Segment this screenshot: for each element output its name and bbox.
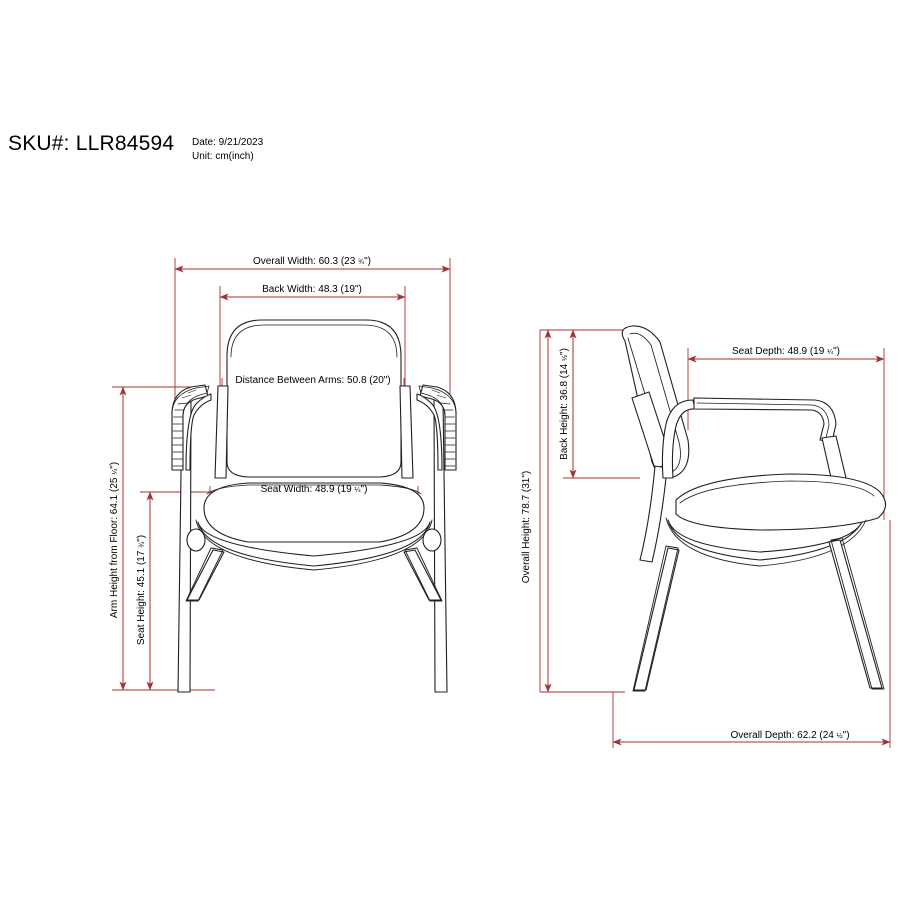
label-seat-width: Seat Width: 48.9 (19 ¼"): [261, 484, 368, 495]
seat-cushion: [203, 482, 425, 543]
side-view-chair: Seat Depth: 48.9 (19 ¼") Back Height: 36…: [521, 325, 891, 748]
side-front-leg: [633, 547, 680, 691]
metadata-block: Date: 9/21/2023 Unit: cm(inch): [192, 136, 263, 164]
leg-joint-left: [186, 528, 206, 552]
front-leg-right-upper: [403, 549, 442, 601]
front-leg-left-upper: [186, 549, 225, 601]
side-back-cushion-inner: [629, 332, 681, 473]
side-armrest-pad: [693, 397, 837, 443]
front-leg-right-outline: [404, 547, 443, 602]
label-arm-height-from-floor: Arm Height from Floor: 64.1 (25 ¼"): [109, 462, 120, 618]
back-upright-left: [214, 385, 229, 479]
label-overall-height: Overall Height: 78.7 (31"): [521, 471, 532, 584]
seat-apron-lower: [195, 519, 433, 571]
side-arm-support-front: [661, 399, 696, 479]
back-cushion: [226, 319, 402, 478]
side-rear-leg-outline: [830, 537, 885, 690]
side-seat-apron: [667, 519, 863, 561]
side-rear-leg: [828, 539, 883, 689]
front-chair-outline: [171, 319, 457, 693]
side-chair-outline: [621, 325, 887, 692]
label-overall-width: Overall Width: 60.3 (23 ¾"): [253, 256, 371, 267]
title-block: SKU#: LLR84594 Date: 9/21/2023 Unit: cm(…: [0, 132, 900, 180]
side-dimension-lines: [544, 329, 891, 746]
seat-cushion-top-edge: [206, 484, 422, 495]
armrest-support-left: [171, 385, 210, 471]
side-seat-cushion-top: [679, 480, 875, 504]
back-cushion-inner-edge: [230, 324, 398, 358]
label-overall-depth: Overall Depth: 62.2 (24 ½"): [730, 730, 849, 741]
label-seat-height: Seat Height: 45.1 (17 ¾"): [136, 535, 147, 645]
seat-apron: [197, 521, 431, 567]
side-seat-apron-lower: [665, 517, 867, 567]
armrest-arm-right: [416, 393, 443, 471]
leg-joint-right: [422, 528, 442, 552]
side-armrest-pad-inner: [696, 402, 830, 439]
back-upright-right: [399, 385, 414, 479]
date-label: Date: 9/21/2023: [192, 137, 264, 148]
label-back-width: Back Width: 48.3 (19"): [262, 284, 362, 295]
front-leg-left-outline: [185, 547, 224, 602]
unit-label: Unit: cm(inch): [192, 151, 254, 162]
armrest-ribs-left: [172, 389, 197, 467]
armrest-arm-left: [185, 393, 212, 471]
side-back-frame-tube: [639, 465, 668, 563]
front-view-chair: Overall Width: 60.3 (23 ¾") Back Width: …: [109, 256, 457, 693]
side-seat-cushion: [675, 473, 887, 531]
armrest-support-right: [418, 385, 457, 471]
label-distance-between-arms: Distance Between Arms: 50.8 (20"): [235, 375, 390, 386]
side-front-leg-outline: [632, 545, 679, 692]
label-back-height: Back Height: 36.8 (14 ½"): [559, 348, 570, 460]
sku-label: SKU#: LLR84594: [8, 132, 175, 155]
label-seat-depth: Seat Depth: 48.9 (19 ¼"): [732, 346, 840, 357]
armrest-ribs-right: [431, 389, 456, 467]
